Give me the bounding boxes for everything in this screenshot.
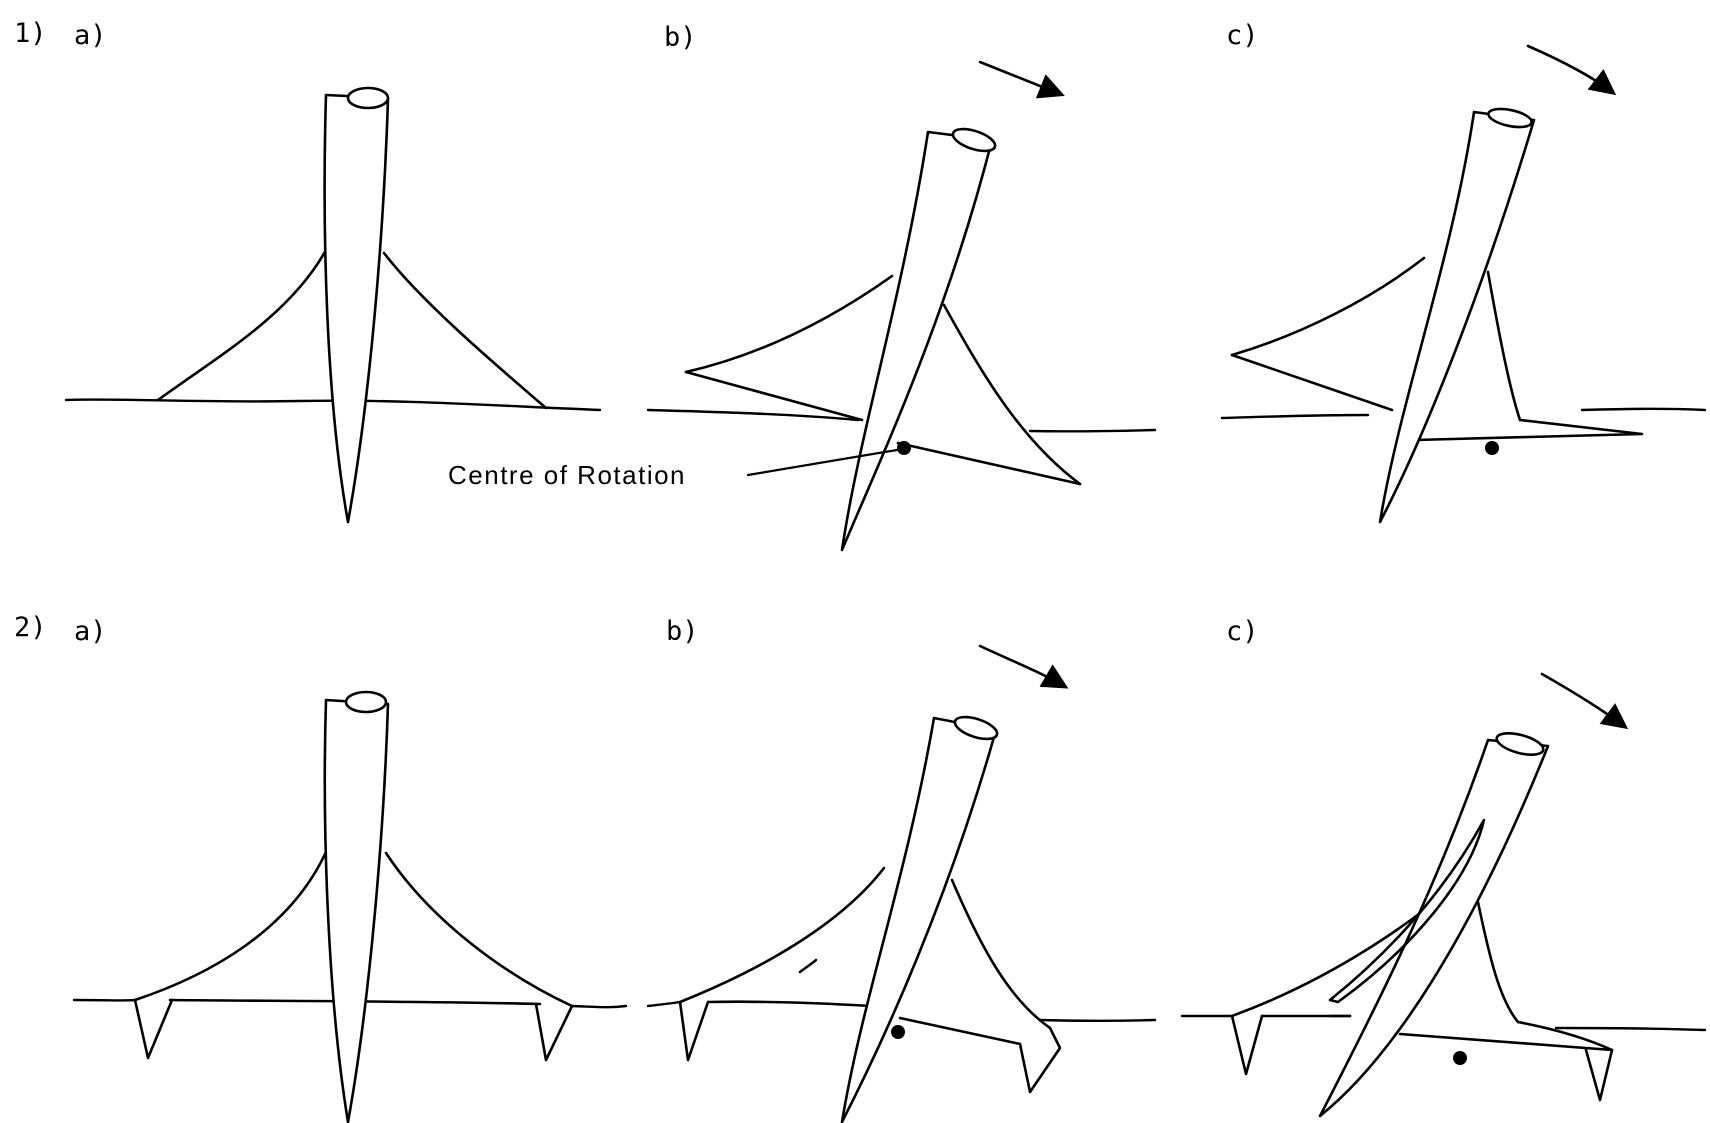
root-plate-base: [1413, 432, 1644, 442]
sinker-root-right: [1018, 1026, 1062, 1094]
root-plate-upper-left: [684, 274, 894, 374]
ground-line-left: [1220, 413, 1370, 420]
centre-of-rotation-marker: [897, 441, 911, 455]
trunk-top: [953, 715, 999, 741]
centre-of-rotation-leader: [746, 448, 899, 477]
panel-2b-label: b): [666, 616, 699, 647]
wind-arrow-icon: [978, 60, 1065, 99]
row-2-label: 2): [14, 612, 47, 643]
centre-of-rotation-label: Centre of Rotation: [448, 460, 686, 490]
trunk: [323, 698, 390, 1123]
root-plate-right: [384, 851, 574, 1008]
panel-2a: a): [72, 616, 628, 1123]
panel-1b-label: b): [664, 22, 697, 53]
trunk-top: [1487, 107, 1533, 129]
trunk-top: [344, 690, 388, 714]
ground-line-right: [1038, 1018, 1157, 1022]
centre-of-rotation-marker: [1485, 441, 1499, 455]
root-crack: [798, 958, 818, 974]
root-plate-upper-left: [1230, 256, 1426, 357]
trunk: [1378, 110, 1536, 524]
ground-line-right: [1580, 407, 1707, 412]
sinker-root-right: [1584, 1048, 1614, 1102]
row-1-label: 1): [14, 18, 47, 49]
root-plate-right: [1486, 270, 1522, 422]
root-plate-left: [156, 248, 328, 402]
trunk-top: [951, 127, 997, 153]
root-plate-right: [950, 878, 1052, 1030]
panel-1c-label: c): [1226, 20, 1259, 51]
ground-line-left: [646, 1000, 682, 1008]
trunk-top: [346, 86, 390, 110]
trunk-top: [1495, 732, 1545, 756]
panel-1b: b) Centre of Rotation: [448, 22, 1157, 552]
panel-1c: c): [1220, 20, 1707, 524]
trunk: [840, 130, 994, 552]
sinker-root-left: [1230, 1014, 1264, 1076]
panel-1a: a): [64, 20, 602, 524]
root-plate-base-left: [706, 1000, 872, 1008]
sinker-root-left: [678, 1000, 710, 1062]
root-plate-right: [942, 303, 1082, 486]
ground-line-right: [1554, 1026, 1707, 1032]
panel-2c-label: c): [1226, 616, 1259, 647]
root-plate-lower-left: [1230, 353, 1394, 412]
ground-line-right: [570, 1004, 628, 1009]
ground-line: [64, 398, 602, 412]
root-plate-base: [1398, 1032, 1614, 1052]
panel-1a-label: a): [74, 20, 107, 51]
wind-arrow-icon: [1526, 44, 1617, 96]
trunk: [323, 93, 390, 524]
root-plate-lower-left: [684, 370, 864, 422]
sinker-root-left: [133, 998, 174, 1060]
root-plate-left: [133, 850, 328, 1002]
root-plate-base: [898, 1016, 1022, 1046]
centre-of-rotation-marker: [891, 1025, 905, 1039]
root-split-crack: [1328, 818, 1486, 1004]
root-plate-right: [382, 251, 548, 410]
root-plate-right-edge: [1516, 1020, 1614, 1052]
panel-2c: c): [1180, 616, 1707, 1118]
trunk: [840, 716, 998, 1123]
wind-arrow-icon: [1540, 672, 1629, 730]
root-plate-right-tip: [1518, 418, 1644, 436]
trunk: [1318, 738, 1550, 1118]
ground-line-left: [646, 408, 860, 422]
panel-2b: b): [646, 616, 1157, 1123]
sinker-root-right: [534, 1002, 574, 1062]
wind-arrow-icon: [978, 644, 1069, 689]
centre-of-rotation-marker: [1453, 1051, 1467, 1065]
root-plate-base: [896, 441, 1082, 486]
panel-2a-label: a): [74, 616, 107, 647]
root-plate-right: [1476, 900, 1520, 1024]
root-plate-upper-left: [678, 866, 886, 1004]
ground-line-right: [1028, 428, 1157, 433]
